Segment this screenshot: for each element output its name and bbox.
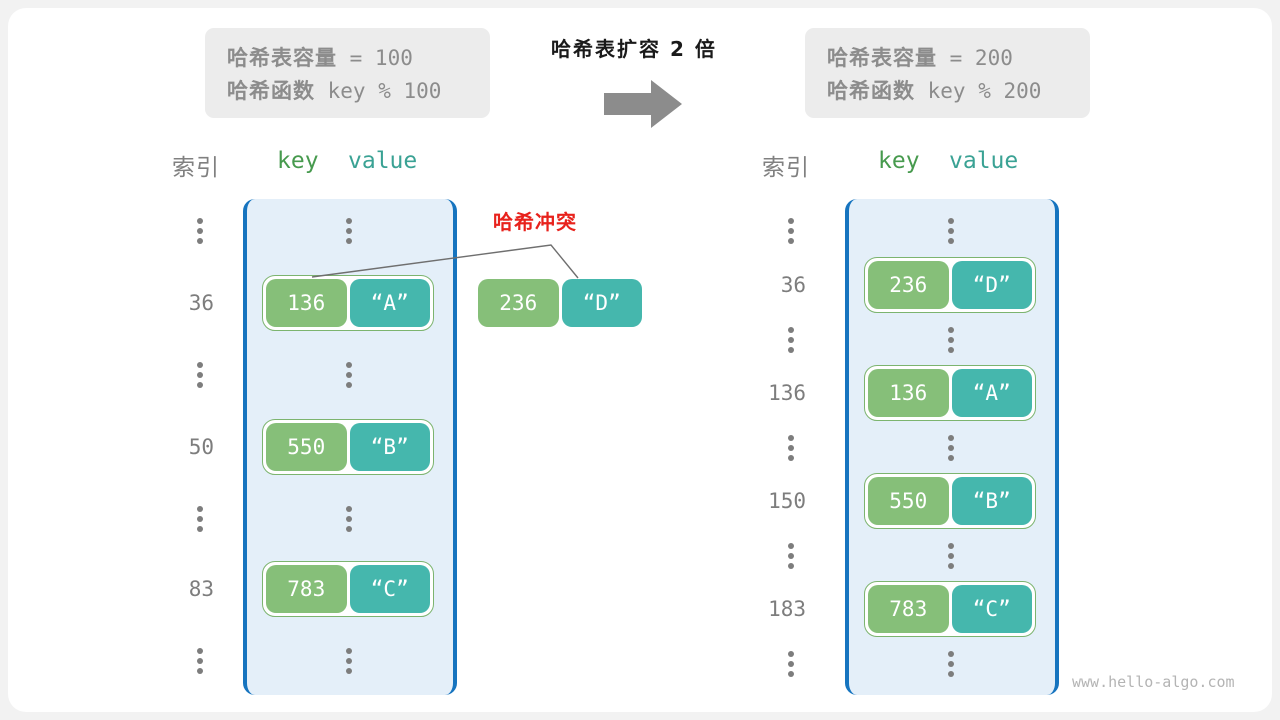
after-index-ellipsis-2 [787, 435, 794, 461]
overflow-pair-236: 236 “D” [474, 275, 646, 331]
after-index-label-183: 183 [768, 597, 806, 621]
before-index-ellipsis-1 [196, 362, 203, 388]
before-cell-ellipsis-3 [345, 648, 352, 674]
after-function-value: key % 200 [915, 79, 1042, 103]
after-index-ellipsis-4 [787, 651, 794, 677]
before-index-ellipsis-2 [196, 506, 203, 532]
after-pair-36: 236 “D” [864, 257, 1036, 313]
after-pair-150-key: 550 [868, 477, 949, 525]
expand-title: 哈希表扩容 2 倍 [551, 37, 717, 61]
before-function-value: key % 100 [315, 79, 442, 103]
after-cell-ellipsis-2 [947, 435, 954, 461]
before-pair-36-key: 136 [266, 279, 347, 327]
diagram-card [8, 8, 1272, 712]
before-header-key: key [277, 148, 319, 174]
before-info-box: 哈希表容量 = 100 哈希函数 key % 100 [205, 28, 490, 118]
right-arrow-icon [604, 80, 682, 132]
before-capacity-value: = 100 [337, 46, 413, 70]
before-pair-83: 783 “C” [262, 561, 434, 617]
after-pair-150: 550 “B” [864, 473, 1036, 529]
before-index-ellipsis-0 [196, 218, 203, 244]
after-function-line: 哈希函数 key % 200 [827, 75, 1068, 108]
after-pair-136-key: 136 [868, 369, 949, 417]
collision-annotation: 哈希冲突 [493, 210, 577, 234]
after-index-label-150: 150 [768, 489, 806, 513]
before-index-label-83: 83 [188, 577, 214, 601]
after-pair-150-value: “B” [951, 477, 1032, 525]
after-pair-183-value: “C” [951, 585, 1032, 633]
before-pair-50: 550 “B” [262, 419, 434, 475]
before-cell-ellipsis-1 [345, 362, 352, 388]
after-pair-183-key: 783 [868, 585, 949, 633]
before-cell-ellipsis-2 [345, 506, 352, 532]
before-pair-50-value: “B” [349, 423, 430, 471]
before-header-value: value [348, 148, 418, 174]
overflow-pair-value: “D” [561, 279, 642, 327]
before-pair-36-value: “A” [349, 279, 430, 327]
after-info-box: 哈希表容量 = 200 哈希函数 key % 200 [805, 28, 1090, 118]
before-pair-36: 136 “A” [262, 275, 434, 331]
after-index-label-136: 136 [768, 381, 806, 405]
before-index-ellipsis-3 [196, 648, 203, 674]
before-index-label-36: 36 [188, 291, 214, 315]
after-index-ellipsis-3 [787, 543, 794, 569]
after-pair-136: 136 “A” [864, 365, 1036, 421]
after-pair-183: 783 “C” [864, 581, 1036, 637]
before-pair-83-value: “C” [349, 565, 430, 613]
after-capacity-value: = 200 [937, 46, 1013, 70]
before-capacity-line: 哈希表容量 = 100 [227, 42, 468, 75]
before-function-line: 哈希函数 key % 100 [227, 75, 468, 108]
before-pair-83-key: 783 [266, 565, 347, 613]
after-pair-36-value: “D” [951, 261, 1032, 309]
after-index-ellipsis-0 [787, 218, 794, 244]
overflow-pair-key: 236 [478, 279, 559, 327]
after-header-index: 索引 [762, 155, 810, 181]
after-cell-ellipsis-0 [947, 218, 954, 244]
after-capacity-line: 哈希表容量 = 200 [827, 42, 1068, 75]
after-function-label: 哈希函数 [827, 79, 915, 103]
after-header-key: key [878, 148, 920, 174]
after-pair-136-value: “A” [951, 369, 1032, 417]
after-header-value: value [949, 148, 1019, 174]
after-cell-ellipsis-1 [947, 327, 954, 353]
before-index-label-50: 50 [188, 435, 214, 459]
after-index-ellipsis-1 [787, 327, 794, 353]
after-cell-ellipsis-3 [947, 543, 954, 569]
after-pair-36-key: 236 [868, 261, 949, 309]
watermark: www.hello-algo.com [1072, 673, 1235, 691]
before-pair-50-key: 550 [266, 423, 347, 471]
before-header-index: 索引 [172, 155, 220, 181]
after-capacity-label: 哈希表容量 [827, 46, 937, 70]
before-cell-ellipsis-0 [345, 218, 352, 244]
after-index-label-36: 36 [780, 273, 806, 297]
before-function-label: 哈希函数 [227, 79, 315, 103]
before-capacity-label: 哈希表容量 [227, 46, 337, 70]
after-cell-ellipsis-4 [947, 651, 954, 677]
